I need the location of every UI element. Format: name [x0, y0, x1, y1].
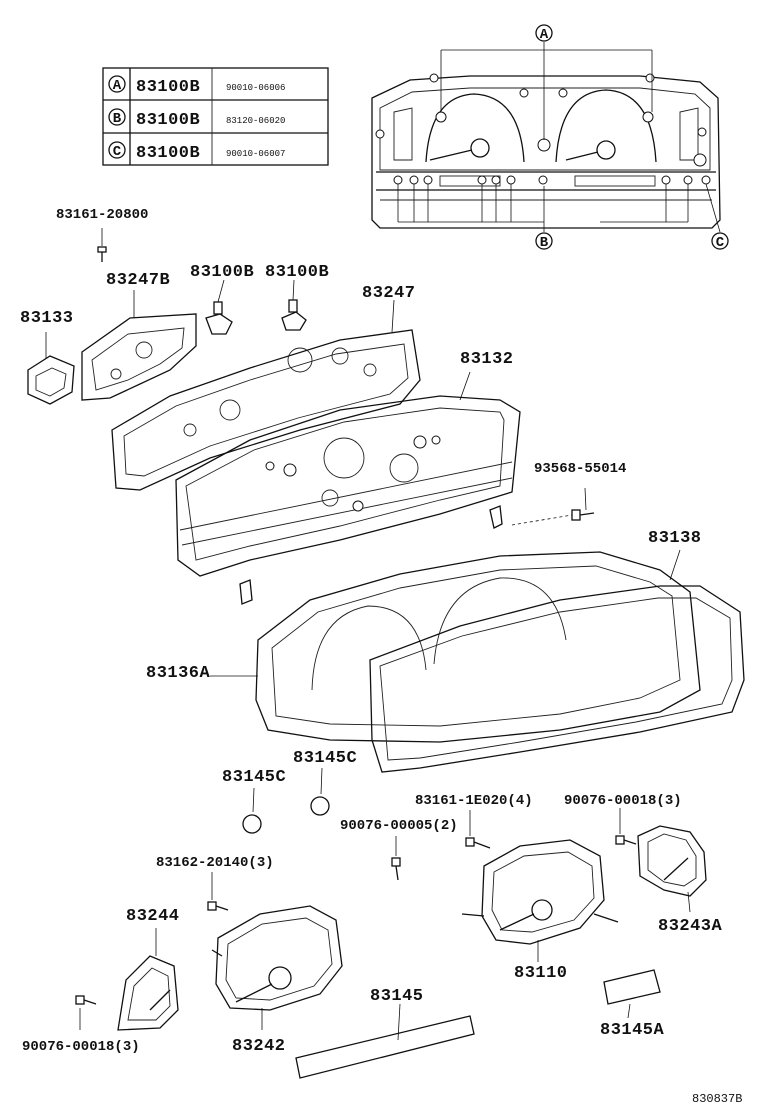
- label-83132: 83132: [460, 350, 514, 369]
- part-83244-gauge: [117, 928, 179, 1031]
- legend-part-a: 83100B: [136, 78, 200, 97]
- part-83100B-bulb-2: [281, 279, 307, 331]
- label-83145C-1: 83145C: [222, 768, 286, 787]
- label-90076-00018-bottom: 90076-00018(3): [22, 1039, 140, 1055]
- screw-93568-55014: [511, 487, 595, 526]
- legend-part-c: 83100B: [136, 144, 200, 163]
- legend-sub-c: 90010-06007: [226, 149, 285, 159]
- label-83100B-1: 83100B: [190, 263, 254, 282]
- part-labels: 83161-20800 83247B 83100B 83100B 83247 8…: [20, 207, 742, 1106]
- label-83145C-2: 83145C: [293, 749, 357, 768]
- label-83110: 83110: [514, 964, 568, 983]
- label-83244: 83244: [126, 907, 180, 926]
- legend-table: A B C 83100B 83100B 83100B 90010-06006 8…: [102, 67, 329, 166]
- label-83162-20140: 83162-20140(3): [156, 855, 274, 871]
- part-83247B-circuit: [81, 290, 197, 401]
- diagram-reference-code: 830837B: [692, 1092, 742, 1106]
- label-83242: 83242: [232, 1037, 286, 1056]
- legend-letter-b: B: [113, 111, 122, 127]
- legend-part-b: 83100B: [136, 111, 200, 130]
- part-83136A-hood: [210, 551, 701, 743]
- part-83133-connector: [27, 332, 75, 405]
- cluster-rear-overview: A B C: [371, 24, 729, 251]
- part-83138-glass: [369, 549, 745, 773]
- screw-90076-00018-bottom: [75, 995, 97, 1030]
- label-83138: 83138: [648, 529, 702, 548]
- part-83242-tachometer: [211, 905, 343, 1030]
- part-83132-case: [175, 371, 521, 605]
- screw-90076-00005: [391, 836, 401, 881]
- label-90076-00018-top: 90076-00018(3): [564, 793, 682, 809]
- callout-a: A: [540, 27, 549, 43]
- callout-b: B: [540, 235, 549, 251]
- part-83100B-bulb-1: [205, 279, 233, 335]
- label-83161-1E020: 83161-1E020(4): [415, 793, 533, 809]
- label-83133: 83133: [20, 309, 74, 328]
- label-83161-20800: 83161-20800: [56, 207, 148, 223]
- label-83100B-2: 83100B: [265, 263, 329, 282]
- legend-sub-a: 90010-06006: [226, 83, 285, 93]
- screw-83161-1E020: [465, 810, 491, 849]
- screw-90076-00018-top: [615, 808, 637, 845]
- legend-sub-b: 83120-06020: [226, 116, 285, 126]
- screw-83162-20140: [207, 872, 229, 911]
- part-83145-strip: [295, 1003, 475, 1079]
- callout-c: C: [716, 235, 725, 251]
- part-83145C-lens-2: [310, 767, 330, 816]
- screw-83161-20800: [97, 228, 107, 262]
- label-83247: 83247: [362, 284, 416, 303]
- label-83145A: 83145A: [600, 1021, 665, 1040]
- label-83247B: 83247B: [106, 271, 170, 290]
- part-83243A-gauge: [637, 825, 707, 913]
- part-83247-circuit-plate: [111, 299, 421, 491]
- part-83145A-plate: [603, 969, 661, 1019]
- part-83145C-lens-1: [242, 787, 262, 834]
- label-83243A: 83243A: [658, 917, 723, 936]
- label-93568-55014: 93568-55014: [534, 461, 626, 477]
- label-90076-00005: 90076-00005(2): [340, 818, 458, 834]
- legend-letter-a: A: [113, 78, 122, 94]
- label-83136A: 83136A: [146, 664, 211, 683]
- part-83110-speedometer: [461, 839, 619, 962]
- label-83145: 83145: [370, 987, 424, 1006]
- legend-letter-c: C: [113, 144, 122, 160]
